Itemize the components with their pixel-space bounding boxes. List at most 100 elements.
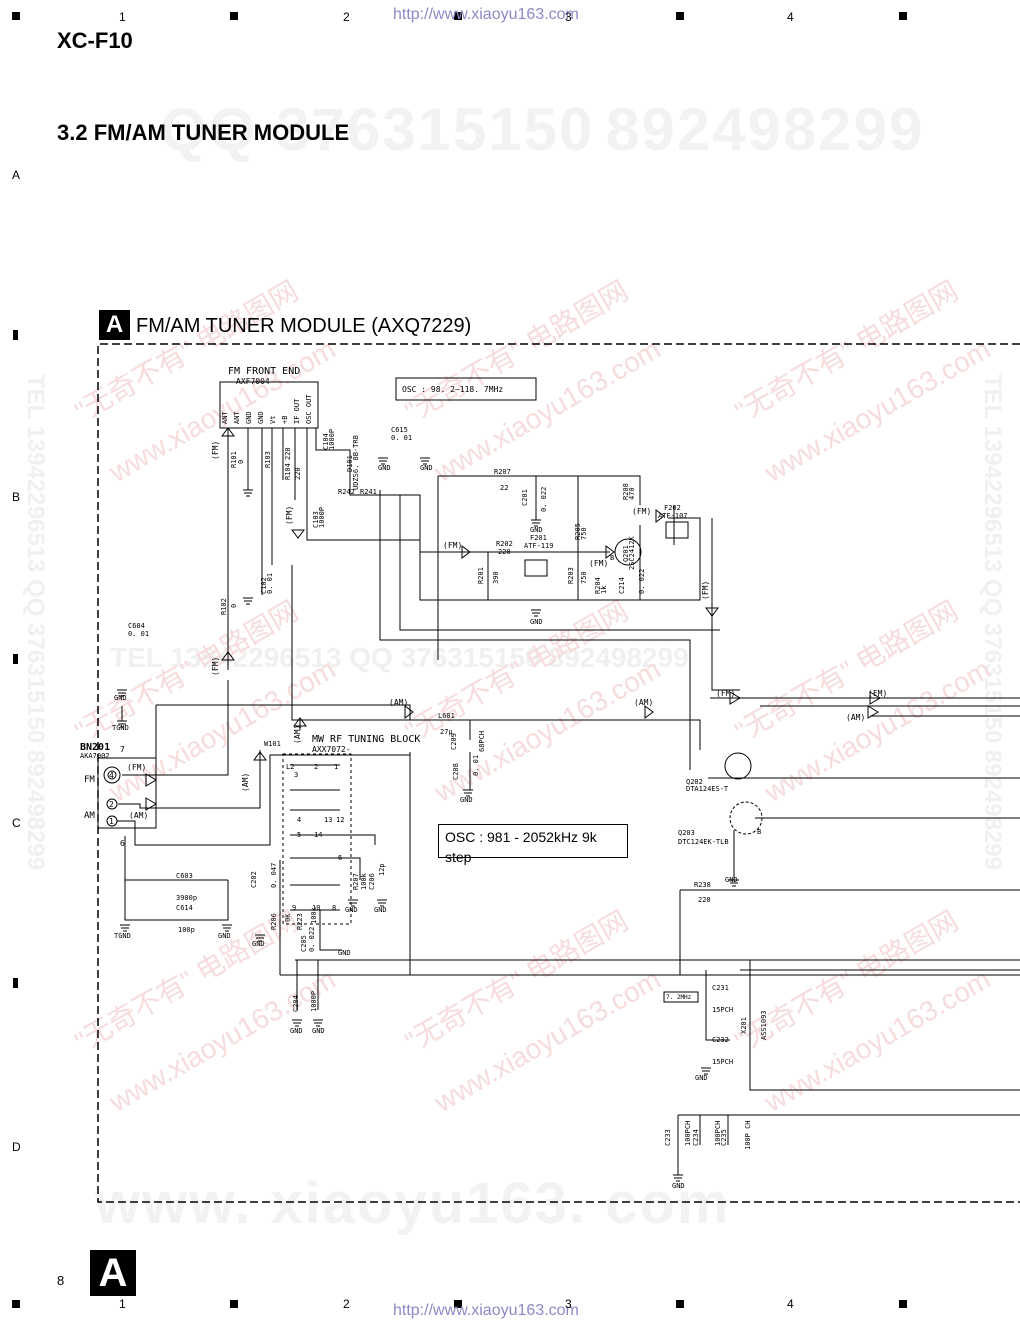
label-c204: C204 bbox=[292, 995, 300, 1012]
front-end-pin: IF OUT bbox=[293, 398, 301, 424]
label-r102-value: 0 bbox=[230, 604, 238, 608]
osc-am-box: OSC : 981 - 2052kHz 9k step bbox=[438, 824, 628, 865]
label-c102-value: 0. 01 bbox=[266, 573, 274, 594]
ground-symbols bbox=[117, 457, 739, 1182]
label-r208: R208 bbox=[622, 483, 630, 500]
label-coil-pin: 5 bbox=[297, 831, 301, 839]
label-r201: R201 bbox=[477, 567, 485, 584]
signal-arrows bbox=[145, 427, 881, 811]
signal-am-label: (AM) bbox=[293, 725, 302, 744]
signal-am-label: (AM) bbox=[846, 713, 865, 722]
signal-am-label: (AM) bbox=[389, 698, 408, 707]
label-r207b-value: 100k bbox=[360, 872, 368, 890]
label-r207b: R207 bbox=[352, 873, 360, 890]
label-q203: Q203 bbox=[678, 829, 695, 837]
label-r223-value: 100k bbox=[310, 906, 318, 924]
front-end-pin: ANT bbox=[233, 411, 241, 424]
label-r208-value: 470 bbox=[628, 487, 636, 500]
label-c614-value: 100p bbox=[178, 926, 195, 934]
header-url[interactable]: http://www.xiaoyu163.com bbox=[393, 6, 579, 23]
row-letter: C bbox=[12, 816, 21, 830]
filter-f201 bbox=[524, 559, 548, 577]
label-freq: 7. 2MHz bbox=[666, 994, 692, 1001]
label-q201: Q201 bbox=[622, 545, 630, 562]
label-gnd: GND bbox=[312, 1027, 325, 1035]
label-r104-value: 220 bbox=[294, 467, 302, 480]
front-end-pin: ANT bbox=[221, 411, 229, 424]
column-number: 3 bbox=[565, 10, 572, 24]
label-f202: F202 bbox=[664, 504, 681, 512]
label-c614: C614 bbox=[176, 904, 193, 912]
label-c604: C604 bbox=[128, 622, 145, 630]
label-coil-pin: 12 bbox=[336, 816, 344, 824]
label-c235: C235 bbox=[720, 1129, 728, 1146]
label-x201-value: ASS1093 bbox=[760, 1010, 768, 1040]
footer-url[interactable]: http://www.xiaoyu163.com bbox=[393, 1302, 579, 1319]
label-r203: R203 bbox=[567, 567, 575, 584]
label-d101-value: UDZS6. 8B-TRB bbox=[352, 435, 360, 490]
signal-fm-label: (FM) bbox=[211, 657, 220, 676]
signal-fm-label: (FM) bbox=[632, 507, 651, 516]
label-coil-pin: 2 bbox=[314, 763, 318, 771]
label-base: B bbox=[610, 554, 614, 562]
connector-pin-1-label: 1 bbox=[109, 817, 114, 826]
label-coil-pin: 3 bbox=[294, 771, 298, 779]
label-q202: Q202 bbox=[686, 778, 703, 786]
label-d101: D101 bbox=[346, 455, 354, 472]
border-marker bbox=[899, 12, 907, 20]
label-r104: R104 bbox=[284, 463, 292, 480]
label-r205: R205 bbox=[574, 523, 582, 540]
label-c233: C233 bbox=[664, 1129, 672, 1146]
connector-part: AKA7002 bbox=[80, 752, 110, 760]
label-x201: X201 bbox=[740, 1017, 748, 1034]
border-marker bbox=[230, 1300, 238, 1308]
row-marker bbox=[13, 330, 18, 340]
label-gnd: GND bbox=[530, 526, 543, 534]
label-r202: R202 bbox=[496, 540, 513, 548]
label-q203-value: DTC124EK-TLB bbox=[678, 838, 729, 846]
border-marker bbox=[454, 1300, 462, 1308]
connector-fm-label: FM bbox=[84, 775, 95, 785]
front-end-pin: +B bbox=[281, 416, 289, 424]
row-letter: A bbox=[12, 168, 21, 182]
label-c603-value: 3900p bbox=[176, 894, 197, 902]
label-w101: W101 bbox=[264, 740, 281, 748]
freq-box bbox=[663, 991, 699, 1003]
label-r102: R102 bbox=[220, 598, 228, 615]
transistor-q203 bbox=[729, 801, 763, 835]
front-end-pin: GND bbox=[245, 411, 253, 424]
label-c234-value: 100PCH bbox=[714, 1121, 722, 1146]
label-c205: C205 bbox=[300, 935, 308, 952]
model-name: XC-F10 bbox=[57, 28, 133, 53]
mw-block-part: AXX7072- bbox=[312, 745, 351, 754]
front-end-pin: Vt bbox=[269, 416, 277, 424]
fm-front-end-block bbox=[219, 381, 319, 429]
signal-fm-label: (FM) bbox=[589, 559, 608, 568]
label-f201: F201 bbox=[530, 534, 547, 542]
label-base: B bbox=[757, 828, 761, 836]
label-r207: R207 bbox=[494, 468, 511, 476]
column-number: 2 bbox=[343, 1297, 350, 1311]
label-c202-value: 0. 047 bbox=[270, 863, 278, 888]
label-coil-pin: L2 bbox=[286, 763, 294, 771]
label-c231-value: 15PCH bbox=[712, 1006, 733, 1014]
column-number: 1 bbox=[119, 10, 126, 24]
label-l601: L601 bbox=[438, 712, 455, 720]
label-c206: C206 bbox=[368, 873, 376, 890]
label-r238-value: 220 bbox=[698, 896, 711, 904]
module-outline bbox=[97, 343, 1020, 1203]
label-r238: R238 bbox=[694, 881, 711, 889]
label-c231: C231 bbox=[712, 984, 729, 992]
label-c615-value: 0. 01 bbox=[391, 434, 412, 442]
label-r204-value: 1k bbox=[600, 585, 608, 594]
label-coil-pin: 6 bbox=[338, 854, 342, 862]
label-r202-value: 220 bbox=[498, 548, 511, 556]
connector-pin-2-label: 2 bbox=[109, 800, 114, 809]
osc-fm-box bbox=[395, 377, 537, 401]
label-coil-pin: 13 bbox=[324, 816, 332, 824]
label-c235-value: 100P CH bbox=[744, 1120, 752, 1150]
column-number: 4 bbox=[787, 1297, 794, 1311]
label-r207-value: 22 bbox=[500, 484, 508, 492]
connector-pin-4 bbox=[103, 766, 121, 784]
